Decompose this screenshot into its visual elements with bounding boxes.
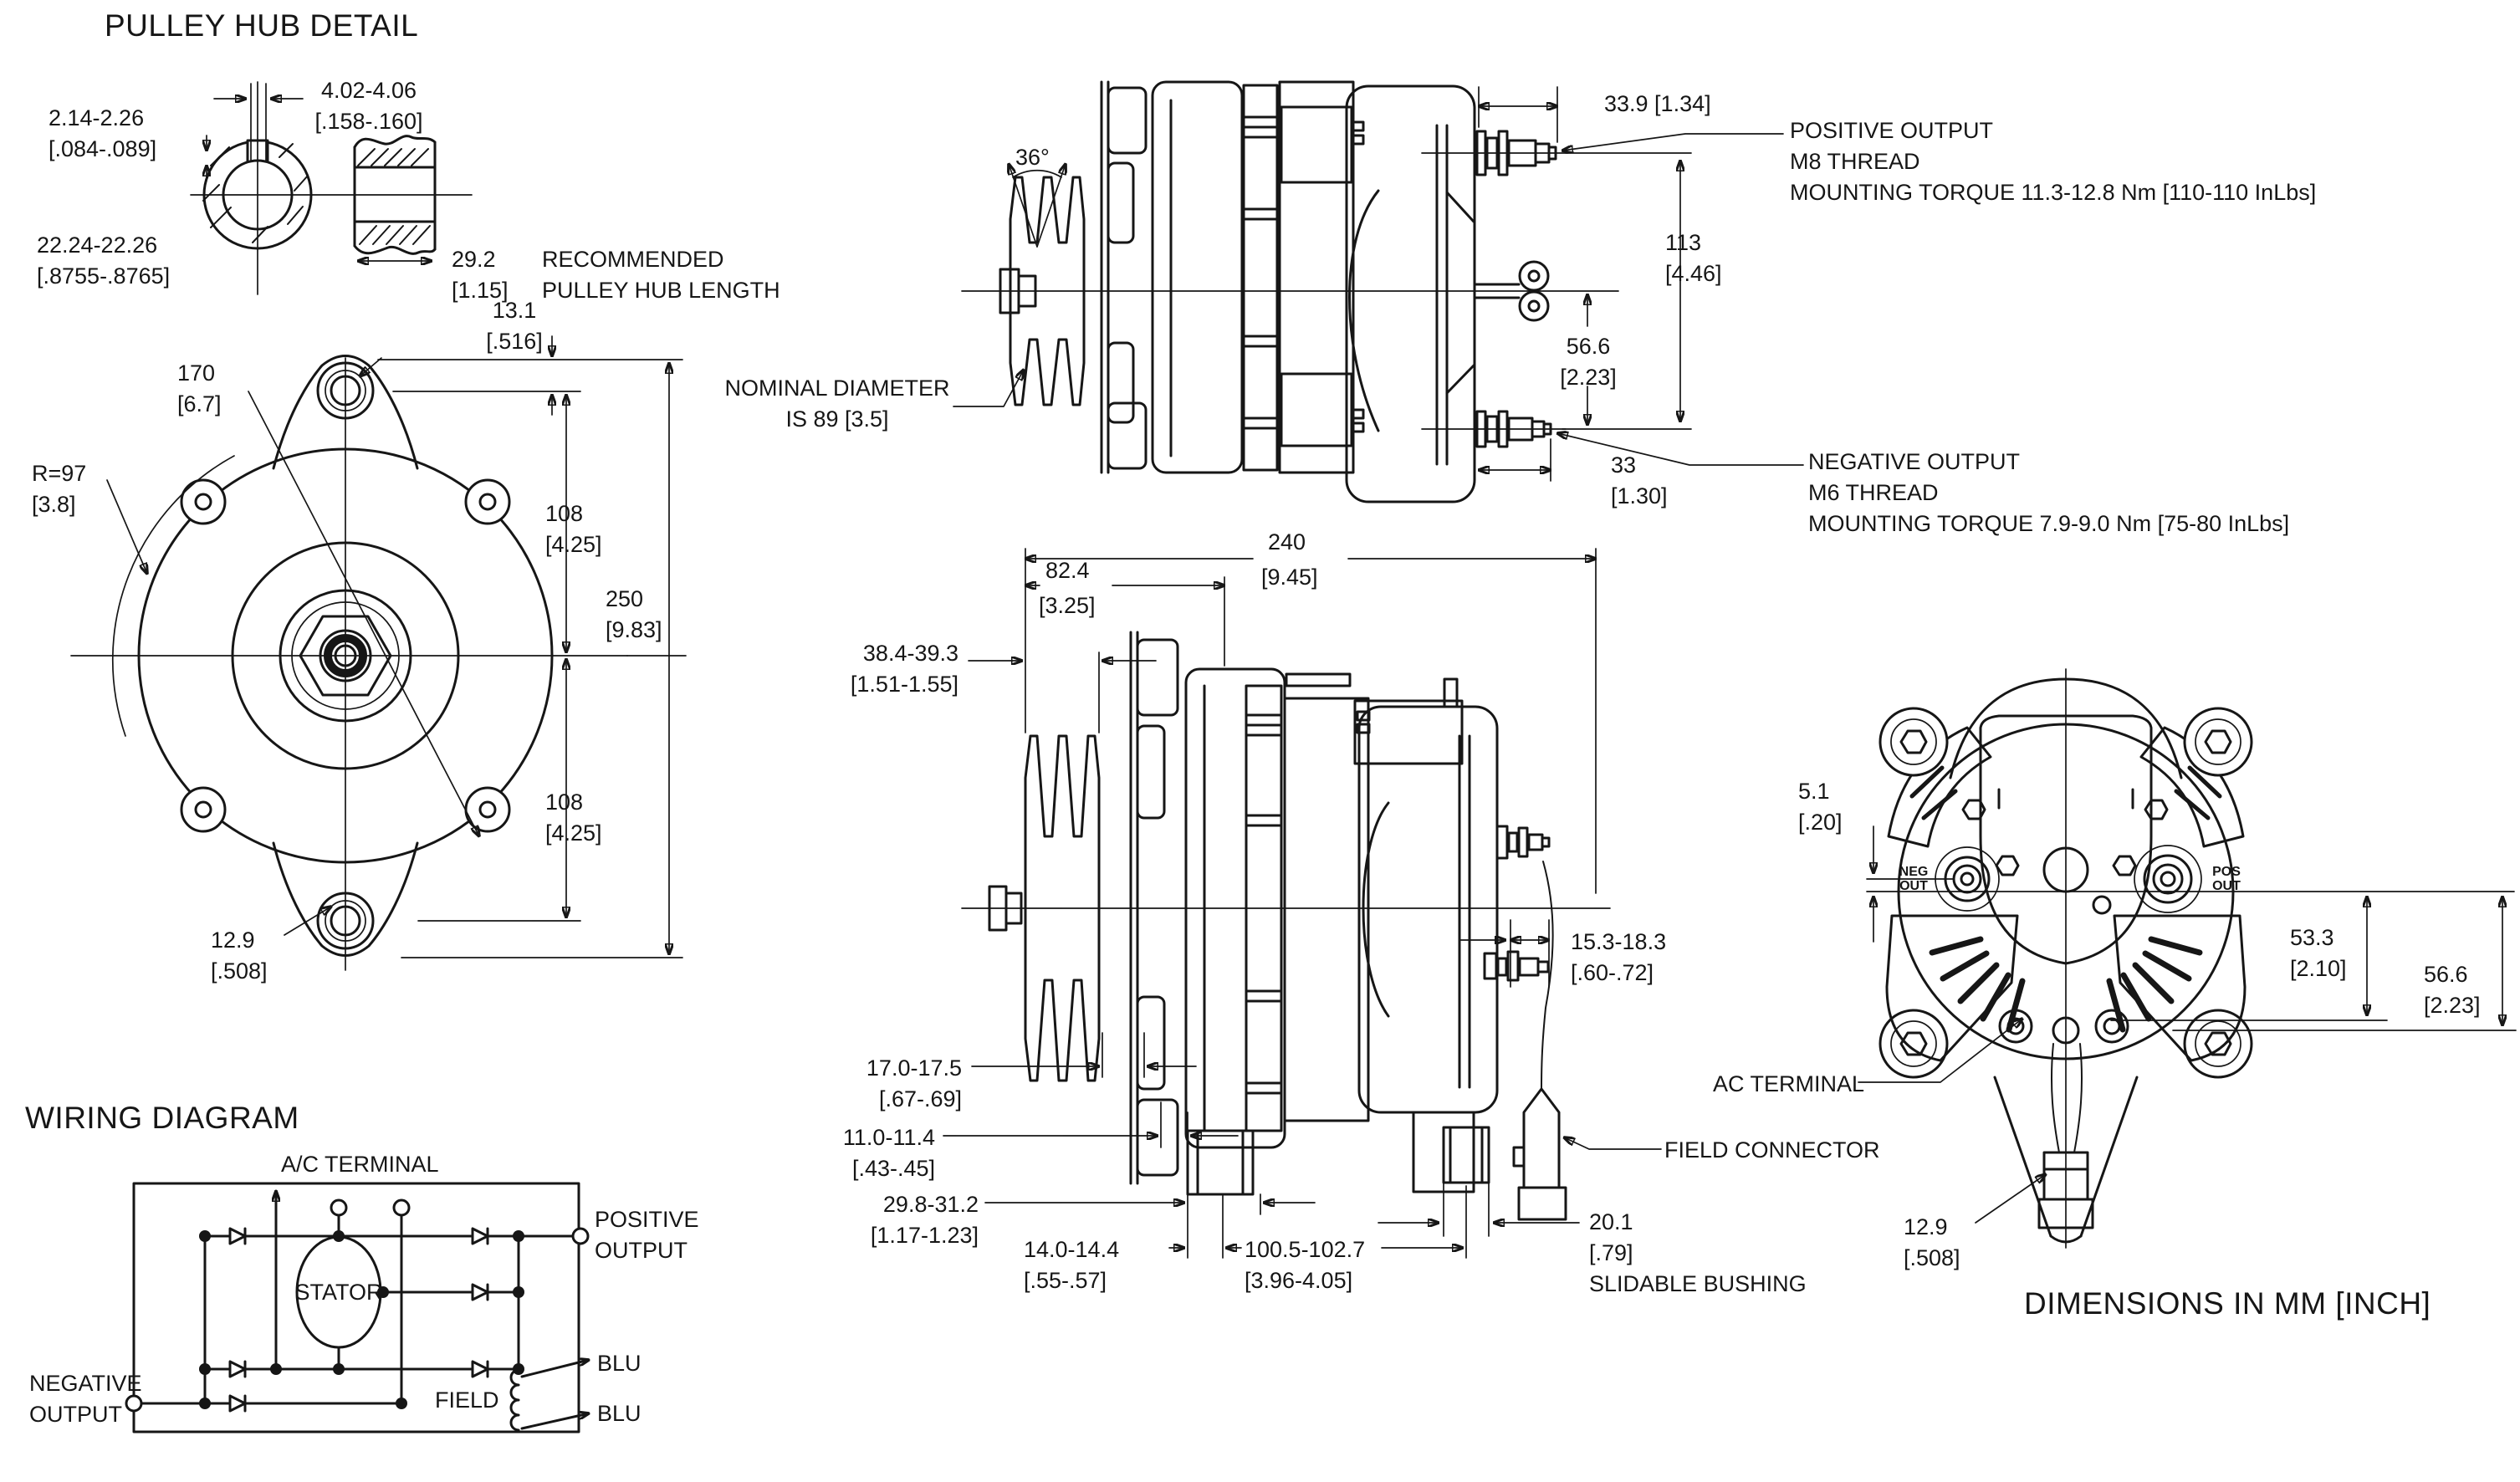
dim-rear-hole-dia: 12.9[.508] (1904, 1214, 1960, 1270)
profile-view-drawing (943, 548, 2022, 1259)
dim-foot-offset: 14.0-14.4[.55-.57] (1024, 1237, 1120, 1293)
dim-slidable-bushing: 20.1[.79]SLIDABLE BUSHING (1589, 1209, 1807, 1296)
dim-front-hole-dia: 12.9[.508] (211, 928, 268, 984)
dim-key-width: 4.02-4.06[.158-.160] (314, 78, 423, 134)
dim-pulley-width: 38.4-39.3[1.51-1.55] (850, 641, 958, 697)
units-note: DIMENSIONS IN MM [INCH] (2024, 1286, 2431, 1321)
dim-gap: 11.0-11.4[.43-.45] (842, 1125, 935, 1181)
pulley-hub-drawing (190, 81, 473, 295)
dim-belt-angle: 36° (1015, 145, 1050, 170)
blu-upper-label: BLU (597, 1351, 642, 1376)
dim-terminal-offset: 5.1[.20] (1798, 779, 1843, 835)
front-view-drawing (70, 335, 687, 971)
side-view-drawing (953, 80, 1804, 503)
dim-hole-offset: 13.1[.516] (486, 298, 543, 354)
dim-pos-stud-length: 33.9 [1.34] (1604, 91, 1711, 116)
dim-neg-to-center: 56.6[2.23] (1560, 334, 1617, 390)
dim-overall-length-mm: 240 (1268, 529, 1306, 554)
pulley-hub-title: PULLEY HUB DETAIL (105, 8, 419, 43)
dim-bolt-circle: 170[6.7] (177, 360, 222, 416)
dim-upper-hole: 108[4.25] (545, 501, 602, 557)
dim-bore: 22.24-22.26[.8755-.8765] (37, 233, 171, 289)
dim-front-length-in: [3.25] (1039, 593, 1096, 618)
ac-terminal-callout: AC TERMINAL (1713, 1071, 1865, 1096)
dim-front-length-mm: 82.4 (1045, 558, 1090, 583)
dim-radius: R=97[3.8] (32, 461, 87, 517)
wiring-diagram-drawing (125, 1182, 589, 1433)
field-label: FIELD (435, 1387, 499, 1413)
dim-hub-length: 29.2[1.15] (452, 247, 509, 303)
wiring-diagram-title: WIRING DIAGRAM (25, 1101, 299, 1135)
dim-stud-span: 113[4.46] (1665, 230, 1722, 286)
dim-center-to-ac: 56.6[2.23] (2424, 962, 2481, 1018)
dim-neg-stud-length: 33[1.30] (1611, 452, 1668, 508)
dim-fan-width: 17.0-17.5[.67-.69] (866, 1055, 962, 1112)
dim-overall-height: 250[9.83] (606, 586, 662, 642)
dim-center-to-mount: 53.3[2.10] (2290, 925, 2347, 981)
ac-terminal-label: A/C TERMINAL (281, 1152, 439, 1177)
rear-view-drawing (1866, 668, 2517, 1249)
field-connector-label: FIELD CONNECTOR (1664, 1137, 1880, 1163)
blu-lower-label: BLU (597, 1401, 642, 1426)
dim-overall-length-in: [9.45] (1261, 565, 1318, 590)
dim-lower-hole: 108[4.25] (545, 790, 602, 846)
dim-key-depth: 2.14-2.26[.084-.089] (49, 105, 157, 161)
dim-foot-width: 29.8-31.2[1.17-1.23] (870, 1192, 979, 1248)
dim-stud-length: 15.3-18.3[.60-.72] (1571, 929, 1667, 985)
dim-mount-span: 100.5-102.7[3.96-4.05] (1245, 1237, 1366, 1293)
stator-label: STATOR (294, 1280, 383, 1305)
